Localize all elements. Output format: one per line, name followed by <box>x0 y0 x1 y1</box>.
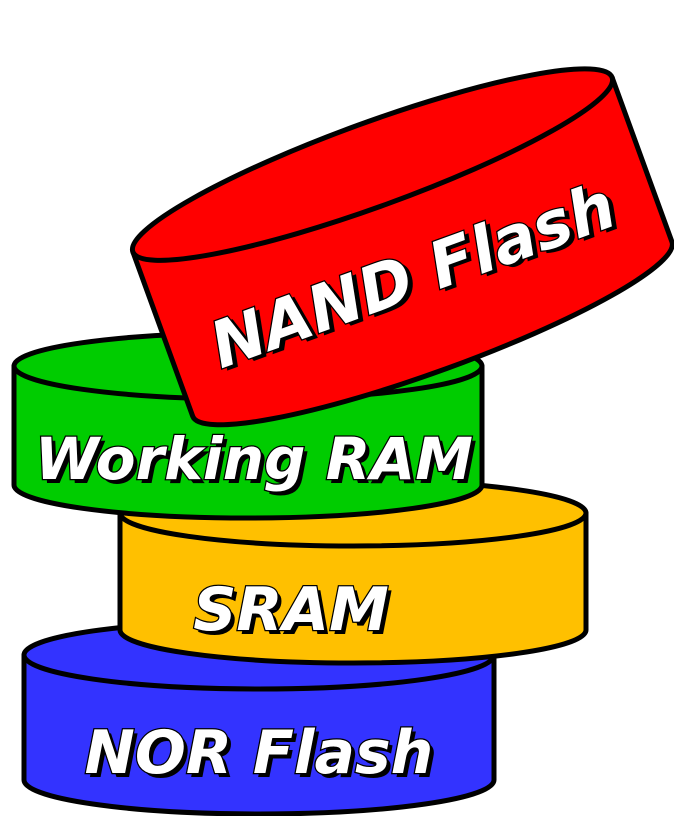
working-ram-body <box>11 363 485 521</box>
nor-flash-label-shadow: NOR Flash <box>89 722 438 792</box>
nand-flash-body <box>130 74 674 428</box>
sram-label: SRAM <box>193 575 389 645</box>
nor-flash-body <box>21 652 497 816</box>
nand-flash-cylinder: NAND Flash NAND Flash <box>129 66 674 428</box>
sram-body <box>117 510 589 666</box>
nor-flash-label: NOR Flash <box>85 718 434 788</box>
sram-label-shadow: SRAM <box>197 579 393 649</box>
nand-flash-top <box>129 66 616 263</box>
working-ram-label: Working RAM <box>35 425 473 493</box>
working-ram-label-shadow: Working RAM <box>39 429 477 497</box>
